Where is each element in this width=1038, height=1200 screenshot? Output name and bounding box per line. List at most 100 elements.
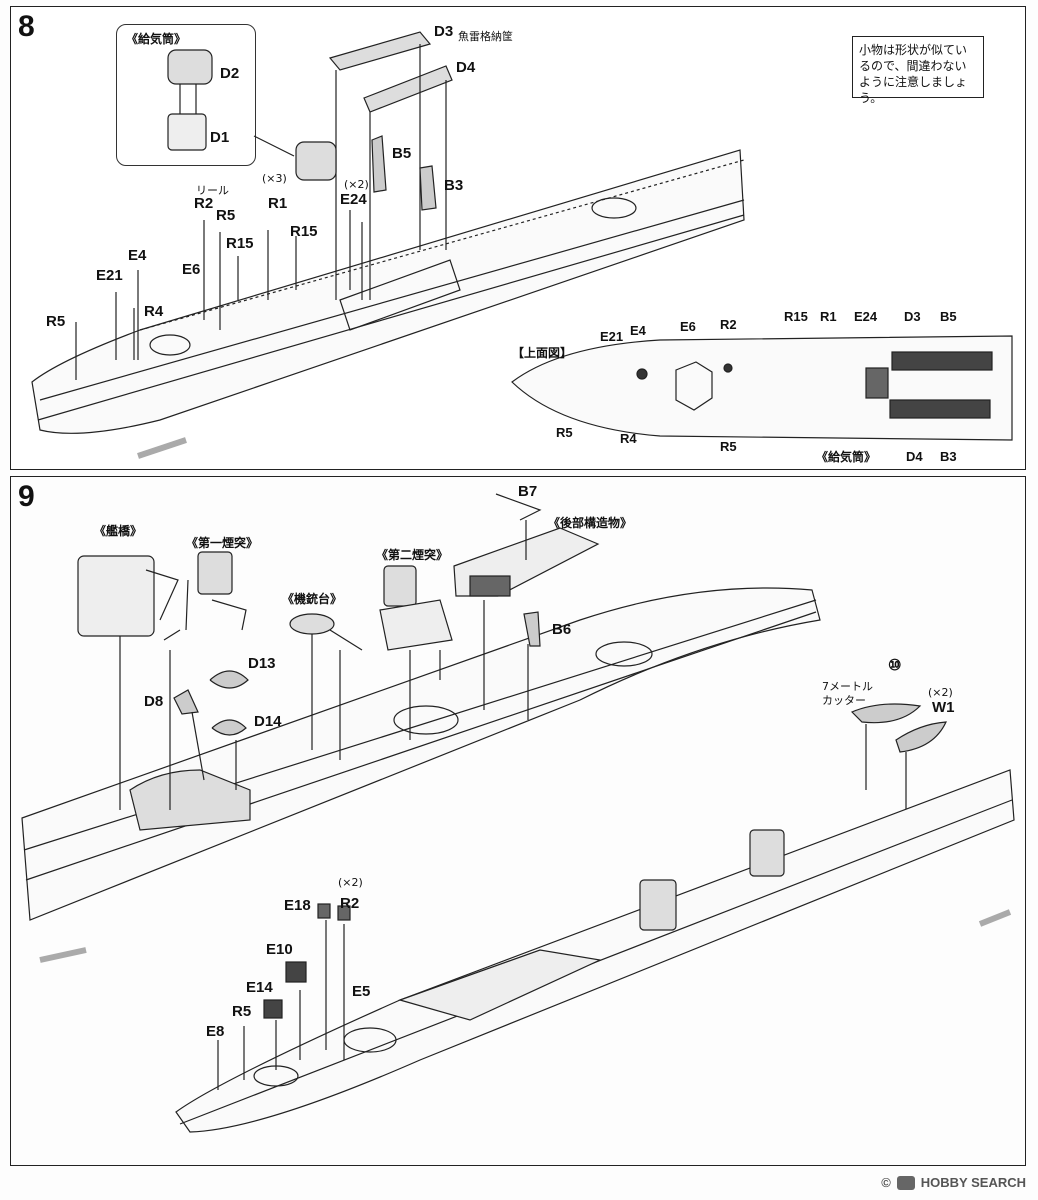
d13-part (209, 670, 249, 689)
hull-step9-lower (175, 769, 1015, 1133)
watermark-text: HOBBY SEARCH (920, 1175, 1026, 1190)
top-label-d3: D3 (904, 309, 921, 324)
label-d1: D1 (210, 129, 230, 146)
lower-funnel1 (639, 879, 677, 931)
aft-rack (469, 575, 511, 597)
cutter-note: 7メートル カッター (822, 680, 873, 707)
hobby-search-logo-icon (896, 1175, 915, 1190)
hull-line-2 (37, 214, 745, 421)
label-r2-9: R2 (340, 895, 360, 912)
top-label-b5: B5 (940, 309, 957, 324)
top-label-d4: D4 (906, 449, 923, 464)
hull-line (39, 199, 745, 401)
label-d3: D3 (434, 23, 454, 40)
label-d2: D2 (220, 65, 240, 82)
label-d4: D4 (456, 59, 476, 76)
d-leaders (179, 84, 197, 114)
inset-leader (253, 135, 295, 157)
top-label-r5b: R5 (720, 439, 737, 454)
bridge-part (77, 555, 155, 637)
label-b3: B3 (444, 177, 464, 194)
top-label-e21: E21 (600, 329, 624, 344)
hull-line-9b (25, 611, 817, 881)
step-8-number: 8 (18, 10, 35, 43)
e18-part (317, 903, 331, 919)
caution-callout: 小物は形状が似ているので、間違わないように注意しましょう。 (852, 36, 984, 105)
mg-arm (329, 629, 363, 651)
top-label-r5a: R5 (556, 425, 573, 440)
label-r5a: R5 (216, 207, 236, 224)
deck-edge (139, 159, 745, 331)
funnel1-caption: 《第一煙突》 (186, 536, 259, 550)
label-e21: E21 (96, 267, 123, 284)
d14-part (211, 719, 247, 736)
d8-part (173, 689, 199, 715)
label-e14: E14 (246, 979, 273, 996)
direction-arrow-8 (137, 437, 187, 459)
label-e8: E8 (206, 1023, 225, 1040)
label-e18: E18 (284, 897, 311, 914)
bridge-mast (145, 569, 179, 621)
top-kyuki-caption: 《給気筒》 (816, 450, 877, 464)
gun-base-9b (595, 641, 653, 667)
label-circle-10: ⑩ (888, 657, 902, 674)
turret-base-fore (149, 334, 191, 356)
label-r4: R4 (144, 303, 164, 320)
top-label-b3: B3 (940, 449, 957, 464)
e14-part (263, 999, 283, 1019)
funnel1-frame (163, 579, 247, 641)
lower-forward-structure (398, 949, 603, 1021)
label-x3: (×3) (262, 172, 287, 185)
label-r5-9: R5 (232, 1003, 252, 1020)
direction-arrow-9b (978, 909, 1012, 927)
hull-step8 (31, 149, 745, 434)
label-r15a: R15 (226, 235, 254, 252)
top-label-r2: R2 (720, 317, 737, 332)
step-9-panel (10, 476, 1026, 1166)
d3-part (328, 31, 432, 71)
label-x2: (×2) (344, 178, 369, 191)
funnel1-part (197, 551, 233, 595)
step-9-number: 9 (18, 480, 35, 513)
label-r1: R1 (268, 195, 288, 212)
cutter-2 (895, 721, 947, 753)
d1-part (167, 113, 207, 151)
label-e5: E5 (352, 983, 371, 1000)
label-e6: E6 (182, 261, 201, 278)
aft-caption: 《後部構造物》 (548, 516, 633, 530)
r2-part (337, 905, 351, 921)
top-view-d4 (889, 399, 991, 419)
top-label-e6: E6 (680, 319, 696, 334)
direction-arrow-9 (39, 947, 87, 963)
turret-base-aft (591, 197, 637, 219)
b3-part (419, 165, 437, 211)
mg-caption: 《機銃台》 (282, 592, 343, 606)
copyright-mark: © (881, 1175, 891, 1190)
top-view-d3 (891, 351, 993, 371)
label-e4: E4 (128, 247, 147, 264)
watermark: © HOBBY SEARCH (881, 1175, 1026, 1190)
label-b5: B5 (392, 145, 412, 162)
hull-step9 (21, 587, 821, 921)
funnel2-base (379, 599, 453, 651)
label-r15b: R15 (290, 223, 318, 240)
label-x2-e18: (×2) (338, 876, 363, 889)
bridge-caption: 《艦橋》 (94, 524, 143, 538)
top-label-r4: R4 (620, 431, 637, 446)
label-b7: B7 (518, 483, 538, 500)
lower-funnel2 (749, 829, 785, 877)
top-label-r15: R15 (784, 309, 808, 324)
e10-part (285, 961, 307, 983)
inset-title: 《給気筒》 (126, 32, 187, 46)
label-r2: R2 (194, 195, 214, 212)
kyuki-part (295, 141, 337, 181)
funnel2-caption: 《第二煙突》 (376, 548, 449, 562)
b5-part (371, 135, 387, 193)
funnel2-part (383, 565, 417, 607)
label-d14: D14 (254, 713, 282, 730)
d2-part (167, 49, 213, 85)
gun-base-9a (393, 705, 459, 735)
label-x2-w1: (×2) (928, 686, 953, 699)
